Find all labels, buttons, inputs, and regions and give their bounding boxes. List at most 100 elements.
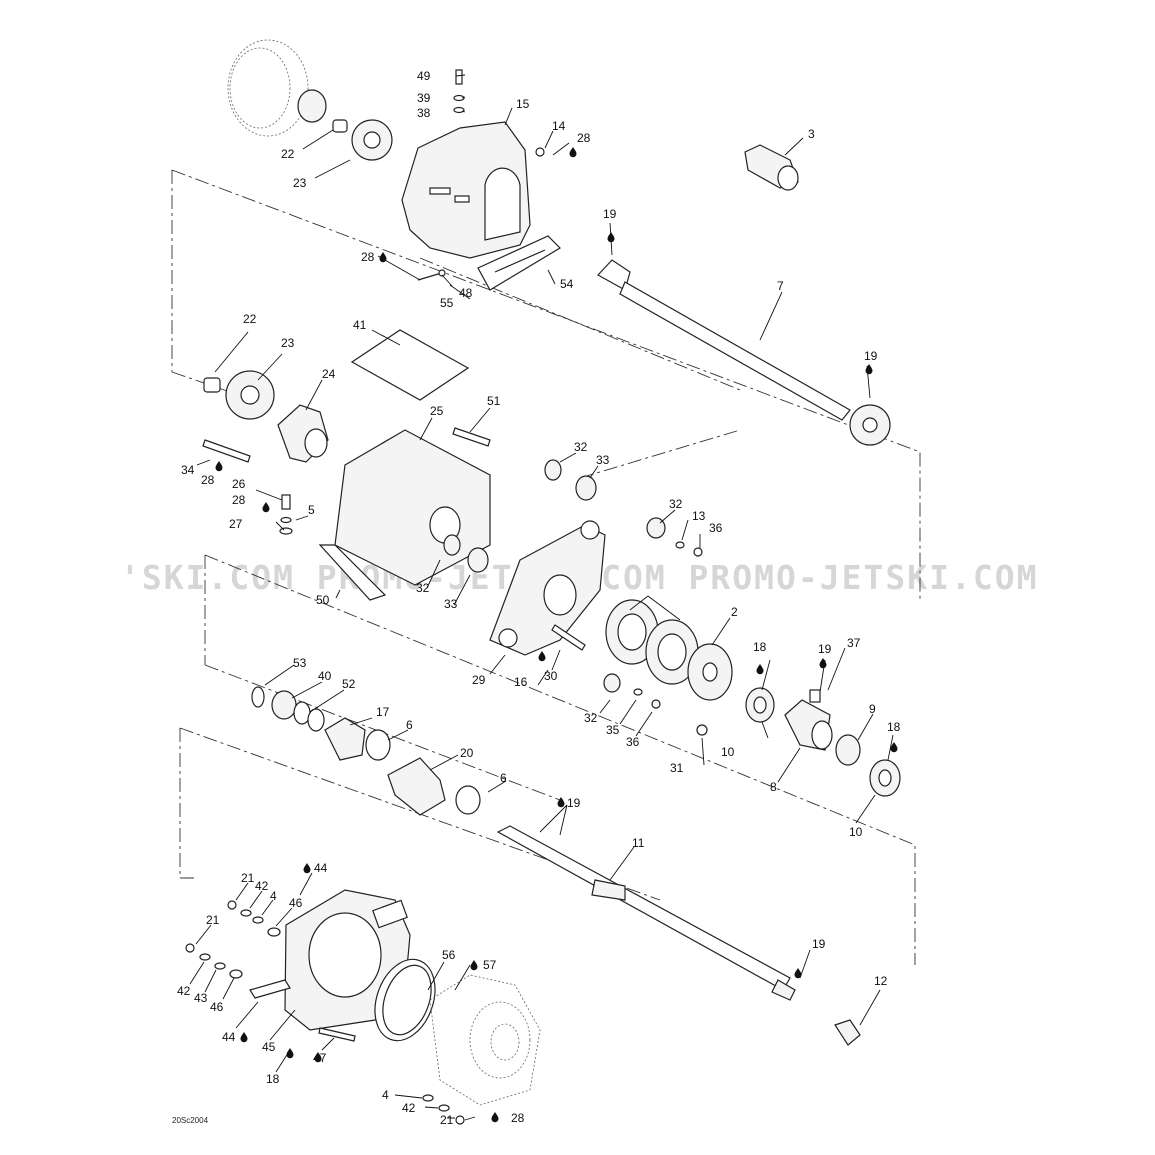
callout: 12 [874,974,888,988]
callout: 51 [487,394,501,408]
callout: 25 [430,404,444,418]
impeller-shaft [496,825,796,1001]
callout: 38 [417,106,431,120]
callout: 28 [577,131,591,145]
callout: 22 [281,147,295,161]
oring-group [251,686,325,732]
callout: 19 [812,937,826,951]
engine-coupling-phantom [227,39,348,137]
callout: 8 [770,780,777,794]
drive-shaft-guard [401,121,545,259]
shaft-plug [834,1019,861,1046]
callout: 4 [382,1088,389,1102]
callout: 47 [313,1051,327,1065]
support-plate [350,329,470,401]
callout: 42 [255,879,269,893]
rubber-coupling-top [351,119,393,161]
callout: 39 [417,91,431,105]
callout: 10 [849,825,863,839]
coupling-group-left [203,370,329,463]
callout: 44 [222,1030,236,1044]
callout: 20 [460,746,474,760]
callout: 6 [500,771,507,785]
callout: 19 [603,207,617,221]
mounting-bracket [489,520,606,656]
callout: 18 [753,640,767,654]
callout: 57 [483,958,497,972]
callout: 17 [376,705,390,719]
callout: 21 [241,871,255,885]
callout: 16 [514,675,528,689]
callout: 54 [560,277,574,291]
callout: 35 [606,723,620,737]
callout: 3 [808,127,815,141]
callout: 53 [293,656,307,670]
callout: 28 [361,250,375,264]
drawing-code: 20Sc2004 [172,1116,209,1125]
boot-clamp-group [324,717,481,816]
callout: 48 [459,286,473,300]
callout: 21 [440,1113,454,1127]
callout: 32 [584,711,598,725]
callout: 41 [353,318,367,332]
callout: 21 [206,913,220,927]
nuts-washers-middle [603,673,708,736]
callout: 23 [281,336,295,350]
callout: 19 [567,796,581,810]
callout: 42 [177,984,191,998]
callout: 40 [318,669,332,683]
bearing-sleeve [744,144,799,191]
shaft-sleeve-assembly [745,687,901,797]
callout: 46 [289,896,303,910]
studs-nuts-bottom [318,1027,465,1125]
callout: 42 [402,1101,416,1115]
callout: 19 [864,349,878,363]
callout: 10 [721,745,735,759]
callout: 32 [669,497,683,511]
support-bolts [202,427,491,535]
bearing-support [318,429,491,601]
callout: 26 [232,477,246,491]
bushings [443,459,703,573]
callout: 43 [194,991,208,1005]
callout: 32 [574,440,588,454]
fastener-set-left [185,900,281,979]
jet-pump-phantom [429,974,541,1106]
callout: 28 [232,493,246,507]
callout: 36 [626,735,640,749]
callout: 33 [596,453,610,467]
callout: 56 [442,948,456,962]
guard-bracket [417,235,561,291]
callout: 27 [229,517,243,531]
callout: 46 [210,1000,224,1014]
drive-shaft [597,259,891,446]
callout: 14 [552,119,566,133]
callout: 23 [293,176,307,190]
callout: 31 [670,761,684,775]
callout: 52 [342,677,356,691]
callout: 15 [516,97,530,111]
callout: 44 [314,861,328,875]
seal-carrier-rings [605,599,733,701]
callout: 32 [416,581,430,595]
callout: 18 [266,1072,280,1086]
callout: 6 [406,718,413,732]
callout: 50 [316,593,330,607]
callout: 18 [887,720,901,734]
callout: 22 [243,312,257,326]
callout: 36 [709,521,723,535]
callout: 24 [322,367,336,381]
callout: 19 [818,642,832,656]
callout: 34 [181,463,195,477]
callout: 4 [270,889,277,903]
callout: 55 [440,296,454,310]
callout: 5 [308,503,315,517]
callout: 11 [632,836,645,850]
bolt-washers-top [453,69,465,114]
callout: 7 [777,279,784,293]
wear-ring-56 [374,958,436,1042]
callout: 13 [692,509,706,523]
callout-labels: 49 39 38 15 14 28 22 23 3 19 28 48 55 54… [177,69,901,1127]
